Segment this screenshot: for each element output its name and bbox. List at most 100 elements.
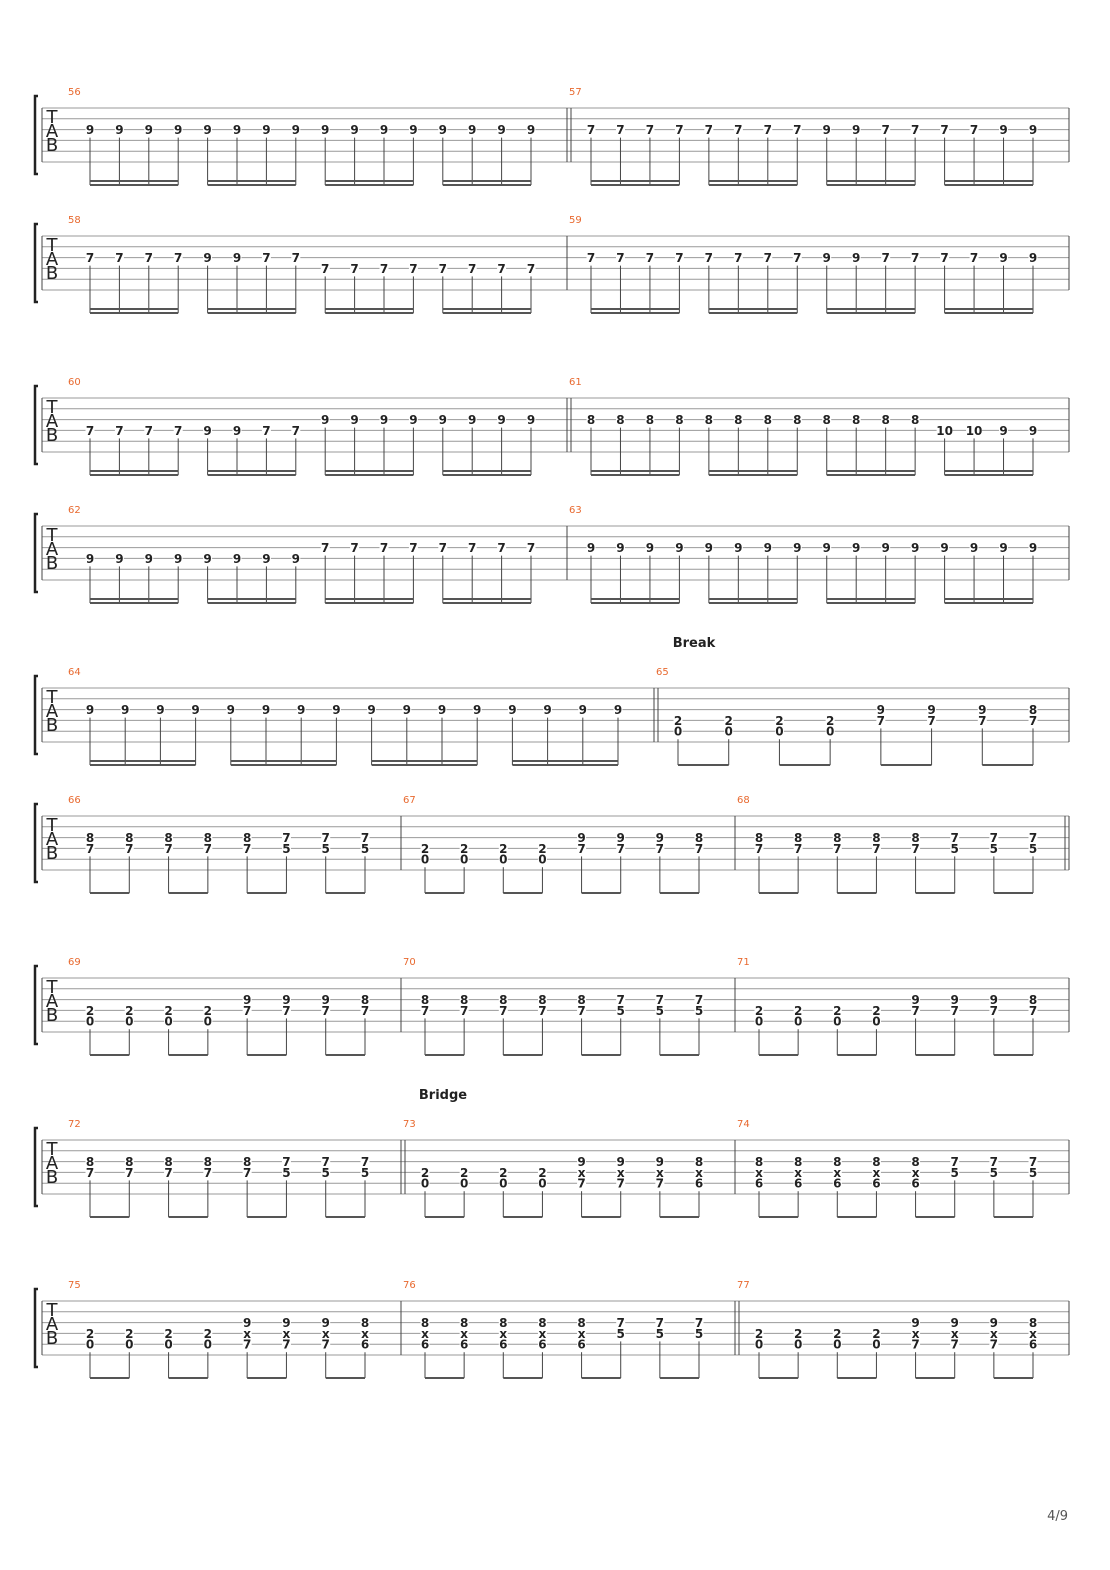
system-bracket <box>33 222 38 304</box>
fret-number: 8 <box>911 1155 919 1169</box>
fret-background <box>537 1316 547 1329</box>
fret-number: 0 <box>538 853 546 867</box>
system-bracket <box>33 1126 38 1208</box>
fret-number: 9 <box>350 413 358 427</box>
fret-number: 9 <box>174 123 182 137</box>
fret-background <box>498 1166 508 1179</box>
fret-number: 8 <box>204 831 212 845</box>
fret-number: 5 <box>617 1327 625 1341</box>
tab-clef-letter: B <box>46 1328 58 1349</box>
fret-number: 9 <box>243 1316 251 1330</box>
fret-background <box>1028 1316 1038 1329</box>
fret-background <box>645 251 655 264</box>
fret-number: 7 <box>204 842 212 856</box>
fret-background <box>85 703 95 716</box>
fret-background <box>969 541 979 554</box>
fret-background <box>164 1327 174 1340</box>
fret-background <box>537 1166 547 1179</box>
fret-number: 0 <box>755 1015 763 1029</box>
fret-number: 5 <box>1029 1166 1037 1180</box>
fret-number: 2 <box>538 842 546 856</box>
fret-background <box>164 1338 174 1351</box>
fret-number: 7 <box>793 251 801 265</box>
fret-number: 8 <box>538 993 546 1007</box>
fret-number: 9 <box>243 993 251 1007</box>
measure-number: 56 <box>68 87 81 98</box>
fret-number: 7 <box>695 842 703 856</box>
fret-background <box>203 1155 213 1168</box>
fret-background <box>999 123 1009 136</box>
fret-number: 9 <box>350 123 358 137</box>
fret-background <box>321 1004 331 1017</box>
fret-number: 7 <box>705 123 713 137</box>
fret-number: 7 <box>468 541 476 555</box>
fret-background <box>438 413 448 426</box>
fret-background <box>498 1004 508 1017</box>
fret-number: 7 <box>292 251 300 265</box>
fret-number: x <box>361 1327 369 1341</box>
fret-background <box>537 993 547 1006</box>
fret-background <box>114 251 124 264</box>
tab-clef-letter: B <box>46 553 58 574</box>
fret-background <box>616 831 626 844</box>
fret-number: x <box>873 1166 881 1180</box>
fret-background <box>577 1177 587 1190</box>
fret-background <box>645 413 655 426</box>
fret-background <box>950 1338 960 1351</box>
fret-number: 7 <box>970 123 978 137</box>
fret-background <box>613 703 623 716</box>
fret-background <box>321 831 331 844</box>
fret-number: 7 <box>734 123 742 137</box>
fret-background <box>526 262 536 275</box>
fret-number: 7 <box>322 1004 330 1018</box>
fret-number: 7 <box>204 1166 212 1180</box>
fret-number: 2 <box>872 1327 880 1341</box>
fret-background <box>655 831 665 844</box>
fret-background <box>694 1166 704 1179</box>
fret-number: 0 <box>538 1177 546 1191</box>
fret-background <box>950 1004 960 1017</box>
fret-background <box>763 541 773 554</box>
fret-number: x <box>833 1166 841 1180</box>
fret-background <box>911 1004 921 1017</box>
fret-background <box>114 424 124 437</box>
fret-number: 0 <box>204 1338 212 1352</box>
fret-background <box>936 424 953 437</box>
fret-number: 9 <box>1029 541 1037 555</box>
fret-number: 5 <box>990 1166 998 1180</box>
tab-clef-letter: T <box>46 977 59 998</box>
fret-number: 9 <box>174 552 182 566</box>
fret-number: 9 <box>656 831 664 845</box>
fret-number: 2 <box>725 714 733 728</box>
fret-number: 7 <box>174 251 182 265</box>
fret-number: 5 <box>361 1166 369 1180</box>
fret-number: 8 <box>587 413 595 427</box>
fret-number: 9 <box>999 424 1007 438</box>
fret-background <box>655 1004 665 1017</box>
fret-background <box>144 552 154 565</box>
fret-background <box>616 1327 626 1340</box>
fret-number: 9 <box>439 123 447 137</box>
fret-number: 7 <box>617 1316 625 1330</box>
fret-background <box>497 413 507 426</box>
fret-number: 8 <box>675 413 683 427</box>
fret-background <box>977 714 987 727</box>
fret-background <box>402 703 412 716</box>
fret-background <box>232 123 242 136</box>
fret-background <box>379 541 389 554</box>
fret-background <box>164 831 174 844</box>
fret-number: 8 <box>872 831 880 845</box>
fret-background <box>155 703 165 716</box>
fret-background <box>498 1338 508 1351</box>
fret-number: 7 <box>990 831 998 845</box>
fret-number: 10 <box>966 424 983 438</box>
fret-background <box>242 1338 252 1351</box>
fret-number: 9 <box>282 993 290 1007</box>
fret-number: 0 <box>499 1177 507 1191</box>
fret-number: 5 <box>990 842 998 856</box>
fret-background <box>497 123 507 136</box>
fret-background <box>871 1004 881 1017</box>
fret-background <box>989 842 999 855</box>
